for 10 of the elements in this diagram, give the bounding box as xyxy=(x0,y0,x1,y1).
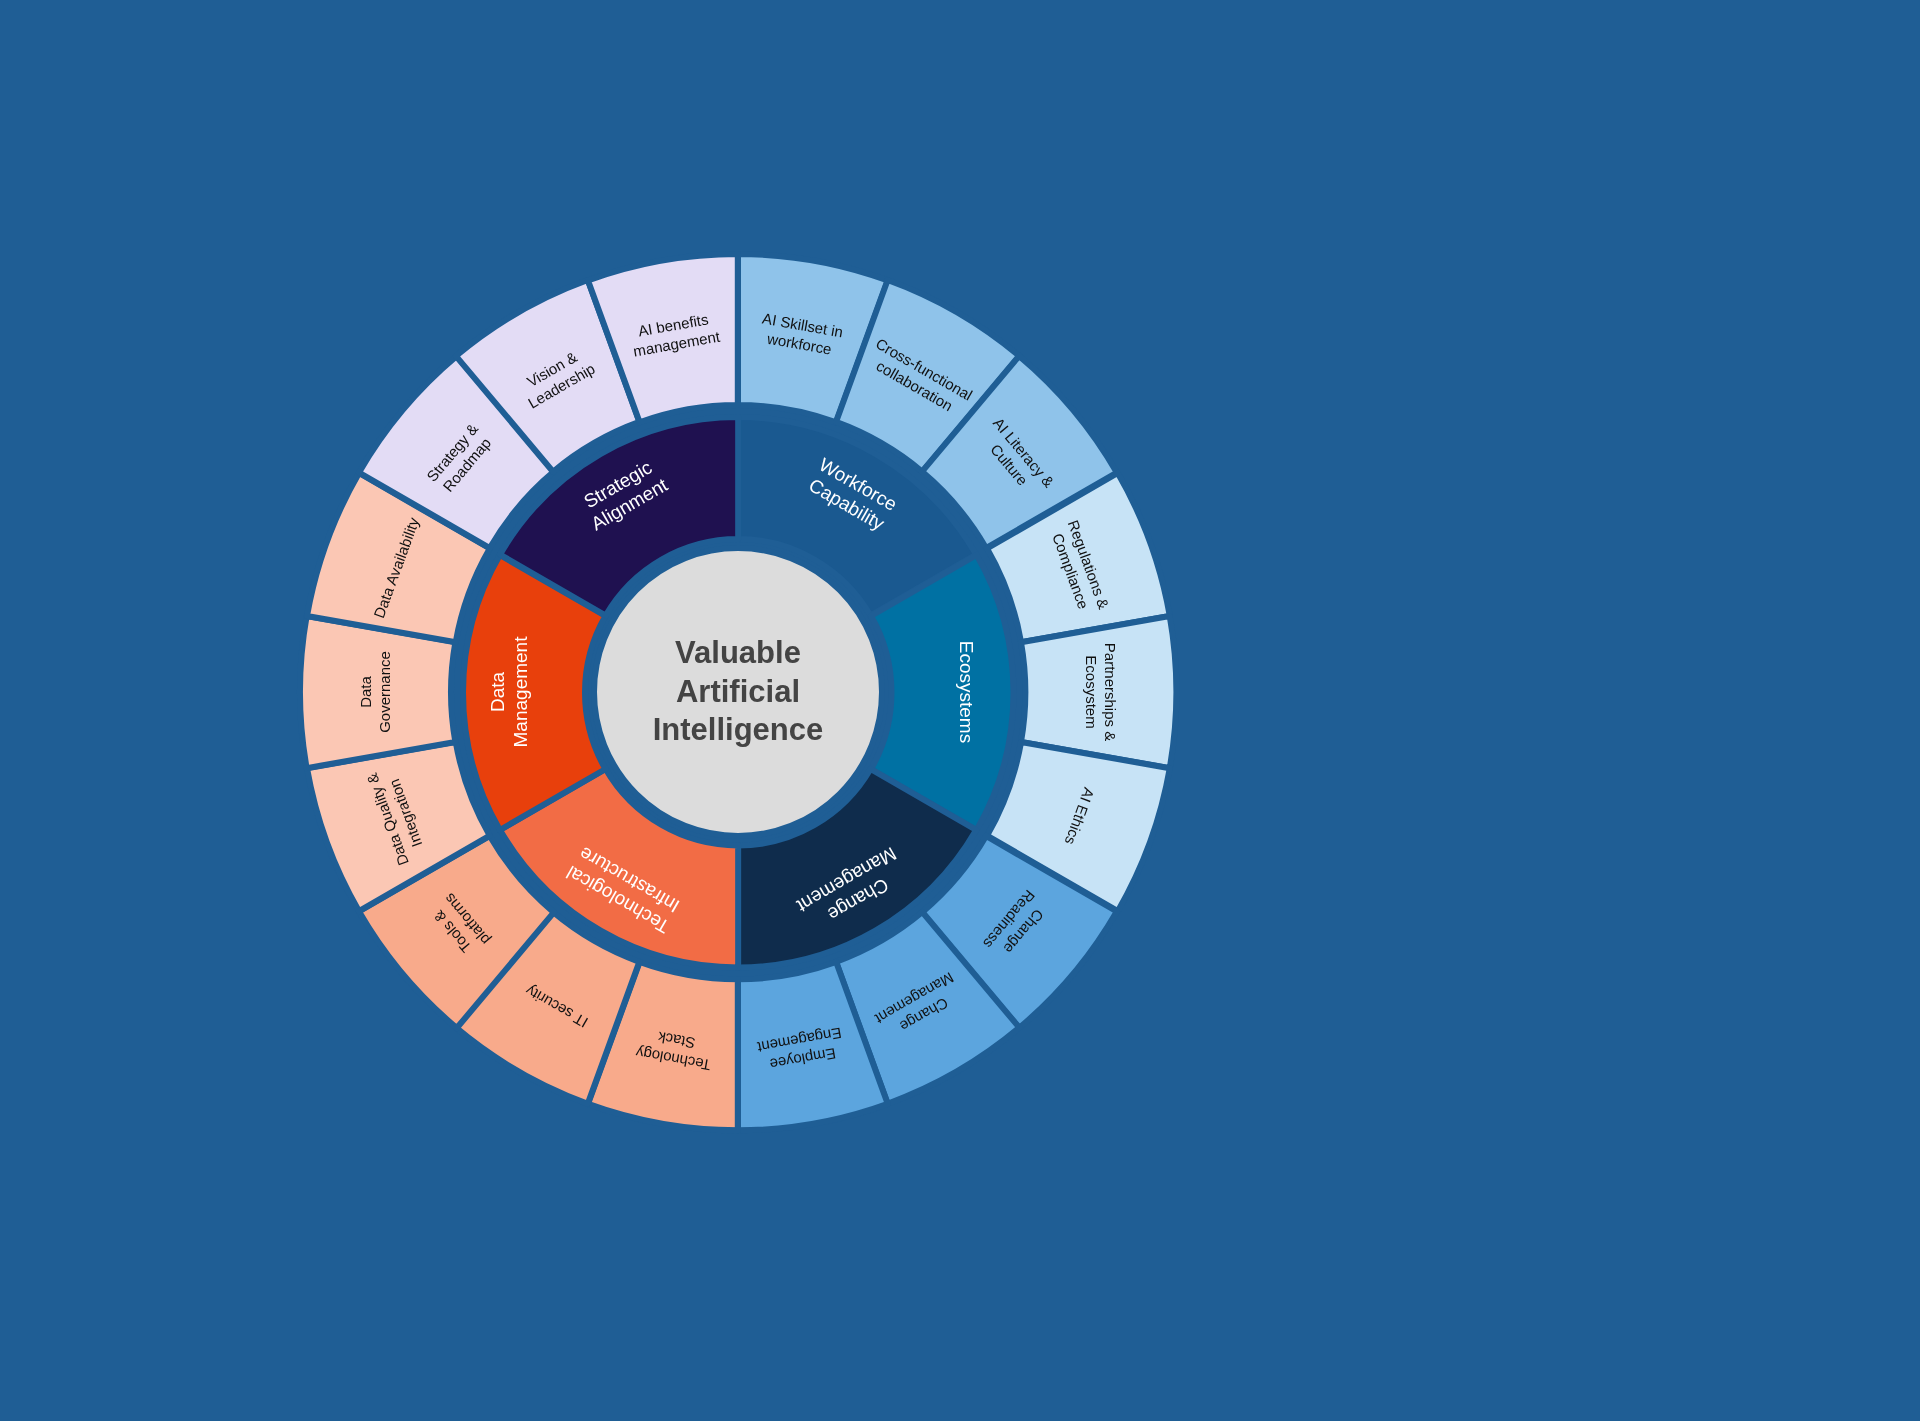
segment-label: Partnerships & Ecosystem xyxy=(1082,641,1120,744)
segment-label: AI benefits management xyxy=(630,309,723,362)
segment-label: Data Management xyxy=(487,635,532,750)
segment-label: Data Governance xyxy=(356,650,394,735)
segment-label: Employee Engagement xyxy=(755,1023,844,1076)
segment-label: Ecosystems xyxy=(955,640,978,744)
segment-label: AI Ethics xyxy=(1060,784,1099,849)
center-title: Valuable Artificial Intelligence xyxy=(651,633,825,750)
segment-label: Technology Stack xyxy=(633,1028,714,1077)
segment-label: AI Skillset in workforce xyxy=(760,308,846,360)
